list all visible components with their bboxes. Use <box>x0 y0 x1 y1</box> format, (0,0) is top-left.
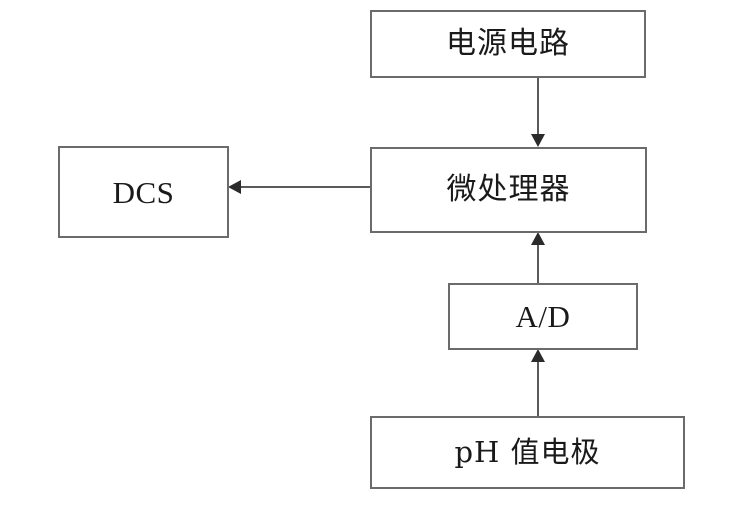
connector-microprocessor-to-dcs <box>240 186 370 188</box>
connector-analog-digital-converter-to-microprocessor <box>537 245 539 283</box>
arrowhead-left-icon-microprocessor-to-dcs <box>228 180 241 194</box>
arrowhead-up-icon-ph-electrode-to-ad <box>531 349 545 362</box>
node-analog-digital-converter[interactable]: A/D <box>448 283 638 350</box>
connector-ph-electrode-to-analog-digital-converter <box>537 362 539 416</box>
connector-power-supply-to-microprocessor <box>537 78 539 136</box>
arrowhead-down-icon-power-to-microprocessor <box>531 134 545 147</box>
node-microprocessor[interactable]: 微处理器 <box>370 147 647 233</box>
node-label-analog-digital-converter: A/D <box>515 299 571 334</box>
node-power-supply-circuit[interactable]: 电源电路 <box>370 10 646 78</box>
node-label-ph-electrode: pH 值电极 <box>454 435 601 469</box>
node-label-power-supply-circuit: 电源电路 <box>446 26 570 61</box>
node-label-microprocessor: 微处理器 <box>446 172 571 207</box>
node-ph-electrode[interactable]: pH 值电极 <box>370 416 685 489</box>
node-dcs[interactable]: DCS <box>58 146 229 238</box>
arrowhead-up-icon-ad-to-microprocessor <box>531 232 545 245</box>
node-label-dcs: DCS <box>112 174 175 210</box>
